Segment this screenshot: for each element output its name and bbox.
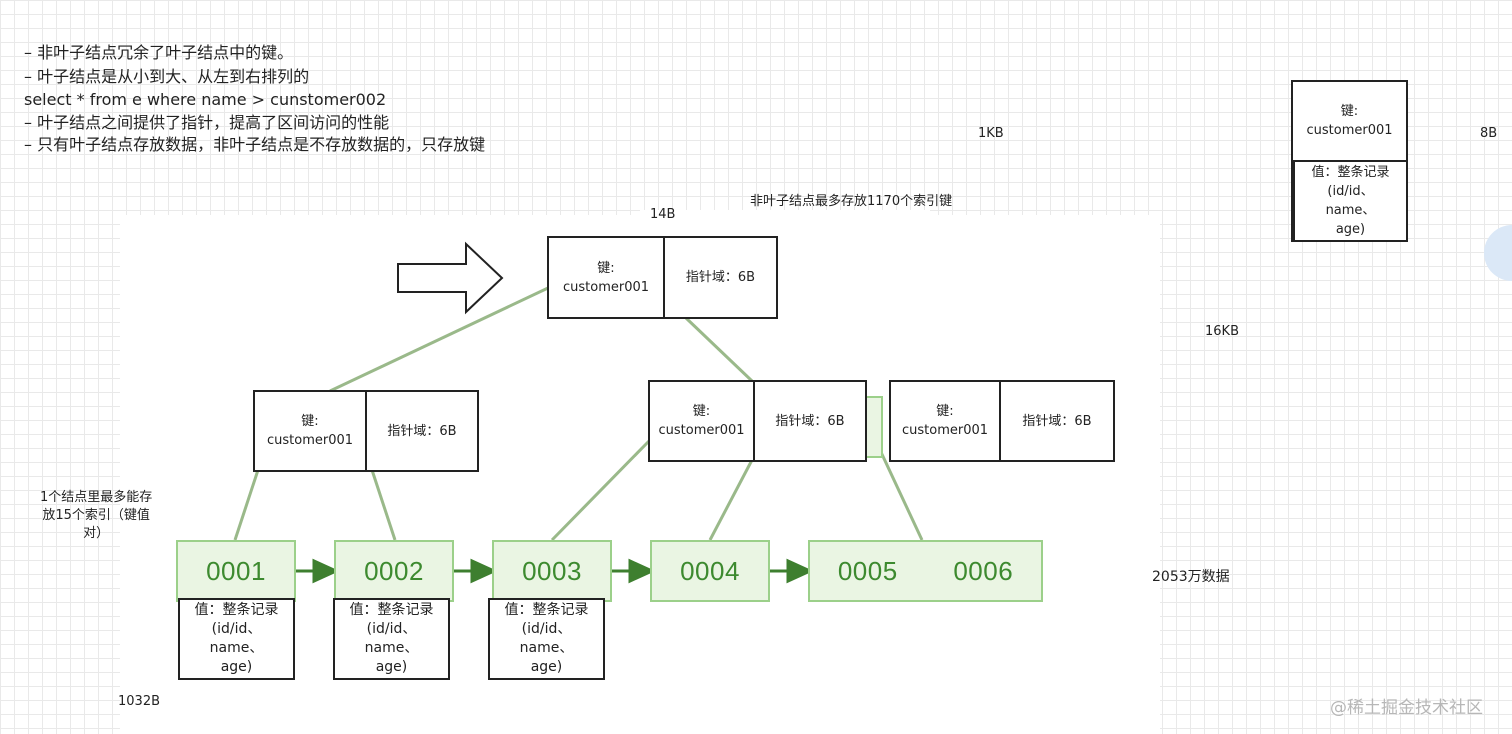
leaf-value-box: 值：整条记录 (id/id、 name、 age) bbox=[488, 598, 605, 680]
leaf-link-arrowhead-3 bbox=[628, 558, 656, 584]
size-label-1032b: 1032B bbox=[118, 694, 161, 709]
entry-arrow-icon bbox=[397, 241, 504, 315]
total-rows-caption: 2053万数据 bbox=[1152, 569, 1230, 585]
record-key-label: 键: bbox=[1340, 104, 1359, 119]
value-line: age) bbox=[220, 659, 253, 675]
partial-leaf-sliver bbox=[865, 396, 883, 458]
note-line-2: – 叶子结点是从小到大、从左到右排列的 bbox=[24, 67, 310, 86]
value-line: (id/id、 bbox=[211, 621, 262, 637]
index-key-cell: 键: customer001 bbox=[549, 238, 663, 317]
index-key-value: customer001 bbox=[901, 423, 989, 438]
edge-left-0001 bbox=[233, 469, 260, 541]
size-label-8b: 8B bbox=[1480, 126, 1498, 141]
index-key-label: 键: bbox=[301, 414, 319, 429]
index-pointer-cell: 指针域：6B bbox=[999, 382, 1113, 460]
leaf-key: 0005 bbox=[837, 555, 898, 586]
leaf-key: 0006 bbox=[953, 555, 1014, 586]
value-line: name、 bbox=[519, 640, 574, 656]
record-value-line-4: age) bbox=[1335, 222, 1366, 237]
node-capacity-caption: 1个结点里最多能存 放15个索引（键值 对） bbox=[40, 489, 152, 543]
record-value-cell: 值：整条记录 (id/id、 name、 age) bbox=[1293, 162, 1406, 240]
note-line-4: – 叶子结点之间提供了指针，提高了区间访问的性能 bbox=[24, 113, 390, 132]
value-line: age) bbox=[530, 659, 563, 675]
value-line: 值：整条记录 bbox=[349, 602, 434, 618]
non-leaf-capacity-caption: 非叶子结点最多存放1170个索引键 bbox=[750, 194, 953, 209]
size-label-16kb: 16KB bbox=[1205, 324, 1239, 339]
value-line: 值：整条记录 bbox=[504, 602, 589, 618]
index-key-label: 键: bbox=[692, 404, 711, 419]
record-value-line-2: (id/id、 bbox=[1327, 184, 1374, 199]
edge-mid-0004 bbox=[708, 459, 754, 541]
leaf-node-0004: 0004 bbox=[650, 540, 770, 602]
value-line: age) bbox=[375, 659, 408, 675]
size-label-14b: 14B bbox=[650, 207, 676, 222]
leaf-value-box: 值：整条记录 (id/id、 name、 age) bbox=[178, 598, 295, 680]
edge-left-0002 bbox=[370, 469, 397, 541]
index-pointer-cell: 指针域：6B bbox=[753, 382, 865, 460]
index-key-value: customer001 bbox=[266, 433, 354, 448]
value-line: 值：整条记录 bbox=[194, 602, 279, 618]
root-index-node: 键: customer001 指针域：6B bbox=[547, 236, 778, 319]
index-pointer-label: 指针域：6B bbox=[775, 413, 845, 429]
leaf-node-0002: 0002 bbox=[334, 540, 454, 602]
leaf-node-0005-0006: 0005 0006 bbox=[808, 540, 1043, 602]
size-label-1kb: 1KB bbox=[978, 126, 1004, 141]
note-line-5: – 只有叶子结点存放数据，非叶子结点是不存放数据的，只存放键 bbox=[24, 135, 486, 154]
index-key-value: customer001 bbox=[562, 279, 650, 295]
edge-root-right bbox=[684, 316, 754, 383]
leaf-link-arrowhead-1 bbox=[312, 558, 340, 584]
leaf-link-arrowhead-4 bbox=[786, 558, 814, 584]
note-line-1: – 非叶子结点冗余了叶子结点中的键。 bbox=[24, 43, 294, 62]
index-pointer-label: 指针域：6B bbox=[1022, 413, 1092, 429]
leaf-value-box: 值：整条记录 (id/id、 name、 age) bbox=[333, 598, 450, 680]
index-key-value: customer001 bbox=[658, 423, 745, 438]
internal-node-middle: 键: customer001 指针域：6B bbox=[648, 380, 867, 462]
note-line-3: select * from e where name > cunstomer00… bbox=[24, 90, 387, 109]
index-pointer-cell: 指针域：6B bbox=[663, 238, 776, 317]
node-capacity-line-1: 1个结点里最多能存 bbox=[40, 490, 153, 505]
value-line: name、 bbox=[209, 640, 264, 656]
watermark: @稀土掘金技术社区 bbox=[1330, 698, 1483, 718]
record-value-line-1: 值：整条记录 bbox=[1311, 165, 1390, 180]
edge-mid-0003 bbox=[550, 438, 652, 542]
index-pointer-cell: 指针域：6B bbox=[365, 392, 477, 470]
index-key-label: 键: bbox=[597, 260, 615, 276]
record-box: 键: customer001 值：整条记录 (id/id、 name、 age) bbox=[1291, 80, 1408, 242]
leaf-link-arrowhead-2 bbox=[470, 558, 498, 584]
record-key-value: customer001 bbox=[1306, 123, 1393, 138]
index-key-label: 键: bbox=[936, 404, 954, 419]
value-line: (id/id、 bbox=[366, 621, 417, 637]
leaf-key: 0003 bbox=[522, 555, 582, 586]
index-pointer-label: 指针域：6B bbox=[685, 270, 756, 285]
index-key-cell: 键: customer001 bbox=[650, 382, 753, 460]
index-key-cell: 键: customer001 bbox=[255, 392, 365, 470]
value-line: (id/id、 bbox=[521, 621, 572, 637]
leaf-node-0001: 0001 bbox=[176, 540, 296, 602]
internal-node-left: 键: customer001 指针域：6B bbox=[253, 390, 479, 472]
leaf-key: 0004 bbox=[680, 555, 740, 586]
caption-backdrop bbox=[640, 210, 930, 240]
node-capacity-line-2: 放15个索引（键值 bbox=[42, 508, 150, 523]
internal-node-right: 键: customer001 指针域：6B bbox=[889, 380, 1115, 462]
record-value-line-3: name、 bbox=[1325, 203, 1376, 218]
leaf-key: 0001 bbox=[206, 555, 266, 586]
index-key-cell: 键: customer001 bbox=[891, 382, 999, 460]
value-line: name、 bbox=[364, 640, 419, 656]
leaf-node-0003: 0003 bbox=[492, 540, 612, 602]
edge-root-left bbox=[329, 286, 549, 393]
record-key-cell: 键: customer001 bbox=[1293, 82, 1406, 162]
node-capacity-line-3: 对） bbox=[83, 526, 110, 541]
leaf-key: 0002 bbox=[364, 555, 424, 586]
index-pointer-label: 指针域：6B bbox=[387, 423, 457, 439]
